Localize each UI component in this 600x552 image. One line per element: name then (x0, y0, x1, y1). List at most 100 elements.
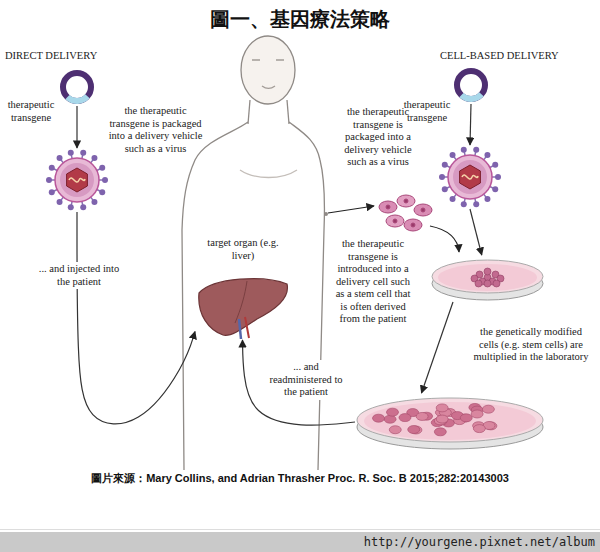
dish-rim (357, 398, 543, 442)
patient-torso (289, 122, 325, 470)
section-heading: DIRECT DELIVERY (5, 50, 97, 63)
virus-genome (69, 178, 85, 182)
connector-arrow (470, 104, 471, 145)
virus-spike-tip (46, 177, 52, 183)
virus-matrix (60, 163, 94, 197)
virus-spike-tip (461, 147, 467, 153)
virus-spike-tip (442, 186, 448, 192)
virus-matrix (453, 160, 487, 194)
edge-label: ... and readministered to the patient (262, 360, 350, 400)
dish-medium (364, 402, 536, 440)
biopsy-point (324, 212, 328, 216)
dish-cell (386, 408, 398, 416)
plasmid-node: therapeutic transgene (58, 68, 96, 106)
virus-spike-tip (57, 199, 63, 205)
virus-spike-tip (99, 189, 105, 195)
node-picture (45, 148, 109, 212)
plasmid-node: therapeutic transgene (452, 66, 490, 104)
cell (404, 219, 422, 231)
virus-spike-tip (484, 196, 490, 202)
virus-envelope (448, 155, 492, 199)
dish-cell (384, 415, 396, 423)
dish-cell (484, 268, 491, 275)
section-heading: CELL-BASED DELIVERY (440, 50, 559, 63)
dish-cell (373, 414, 385, 422)
virus-spike-tip (80, 150, 86, 156)
virus-spike-tip (450, 196, 456, 202)
dish-cell (399, 414, 411, 422)
virus-spike-tip (492, 186, 498, 192)
dish-cell (408, 426, 420, 434)
node-picture (438, 145, 502, 209)
culture-dish-node: the genetically modified cells (e.g. ste… (355, 393, 545, 451)
virus-node: the therapeutic transgene is packaged in… (438, 145, 502, 209)
cell-nucleus (386, 205, 390, 209)
dish-cell (475, 280, 482, 287)
node-picture (58, 68, 96, 106)
node-picture (355, 393, 545, 451)
node-picture (430, 255, 545, 302)
cell-nucleus (393, 219, 397, 223)
patient-chest (240, 170, 297, 178)
virus-capsid (460, 165, 481, 189)
patient-neck (248, 100, 250, 124)
figure-caption: 圖片來源：Mary Collins, and Adrian Thrasher P… (0, 471, 600, 486)
virus-spike-tip (102, 177, 108, 183)
virus-spike-tip (49, 165, 55, 171)
dish-cell (434, 428, 446, 436)
cell-nucleus (404, 199, 408, 203)
footer-band (0, 532, 600, 552)
footer-rule (0, 529, 600, 530)
cell (386, 215, 404, 227)
diagram-title: 圖一、基因療法策略 (0, 6, 600, 33)
connector-arrow (76, 106, 77, 148)
cell (414, 204, 432, 216)
cells-to-dish-arrow (430, 226, 459, 252)
node-caption: therapeutic transgene (2, 99, 60, 124)
liver-shape (199, 279, 288, 336)
dish-cell (493, 280, 500, 287)
node-caption: target organ (e.g. liver) (203, 237, 283, 262)
dish-cell (389, 426, 401, 434)
virus-spike-tip (473, 147, 479, 153)
dish-cell (484, 280, 491, 287)
dish-medium (438, 264, 537, 291)
virus-spike-tip (49, 189, 55, 195)
virus-spike-tip (99, 165, 105, 171)
patient-cells (379, 195, 432, 231)
virus-spike-tip (439, 174, 445, 180)
virus-genome (462, 175, 478, 179)
virus-spike-tip (450, 152, 456, 158)
connector-arrow (77, 212, 195, 424)
virus-spike-tip (91, 199, 97, 205)
dish-cell (416, 412, 428, 420)
liver-lobe-line (235, 281, 247, 323)
node-picture (452, 66, 490, 104)
virus-capsid (67, 168, 88, 192)
connector-arrow (470, 209, 482, 255)
dish-cell (436, 415, 448, 423)
virus-spike-tip (80, 204, 86, 210)
edge-label: ... and injected into the patient (35, 262, 123, 289)
dish-cell (436, 404, 448, 412)
cell (379, 201, 397, 213)
virus-spike-tip (68, 150, 74, 156)
virus-spike-tip (68, 204, 74, 210)
dish-cell (473, 425, 485, 433)
organ-node: target organ (e.g. liver) (195, 275, 290, 340)
cell-nucleus (411, 223, 415, 227)
patient-face (252, 60, 284, 88)
harvest-arrow (328, 206, 374, 213)
liver-vessel (245, 317, 249, 338)
virus-node: the therapeutic transgene is packaged in… (45, 148, 109, 212)
connector-arrow (422, 302, 454, 393)
dish-cell (482, 405, 494, 413)
connector-arrow (243, 340, 356, 425)
transgene-segment (459, 92, 483, 102)
virus-spike-tip (492, 162, 498, 168)
patient-head (241, 36, 295, 104)
virus-spike-tip (495, 174, 501, 180)
virus-envelope (55, 158, 99, 202)
node-caption: the therapeutic transgene is packaged in… (340, 106, 416, 169)
node-caption: the therapeutic transgene is packaged in… (108, 105, 203, 155)
